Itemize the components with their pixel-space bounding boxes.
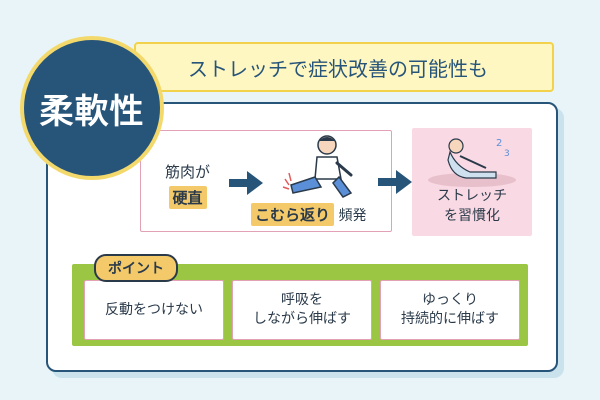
point-item-2-line2: しながら伸ばす [253,311,351,327]
point-item-1-line1: 反動をつけない [105,301,203,318]
point-item-3-line2: 持続的に伸ばす [401,311,499,327]
point-item-2: 呼吸を しながら伸ばす [232,280,372,340]
result-line1: ストレッチ [437,188,507,204]
point-item-3-line1: ゆっくり [422,292,478,308]
stretching-person-illustration: 2 3 [428,138,516,187]
subtitle-banner: ストレッチで症状改善の可能性も [134,42,554,92]
svg-text:3: 3 [504,149,510,159]
title-text: 柔軟性 [39,91,145,132]
point-item-3: ゆっくり 持続的に伸ばす [380,280,520,340]
cause-box: 筋肉が 硬直 こむら返り 頻発 [140,130,392,232]
svg-text:2: 2 [496,138,502,149]
leg-cramp-person-illustration [282,135,353,198]
result-text: ストレッチ を習慣化 [412,186,532,226]
stiff-highlight: 硬直 [168,186,207,209]
cramp-highlight: こむら返り [251,203,335,226]
arrow-right-icon [378,170,412,194]
cramp-row: こむら返り 頻発 [251,203,366,226]
stretch-habit-box: 2 3 ストレッチ を習慣化 [412,128,532,236]
point-item-2-line1: 呼吸を [281,292,323,308]
title-circle: 柔軟性 [20,36,164,180]
stiff-muscle-label: 筋肉が 硬直 [165,161,210,209]
cramp-suffix: 頻発 [338,208,367,224]
subtitle-text: ストレッチで症状改善の可能性も [188,56,488,81]
point-label: ポイント [94,254,178,282]
cause-line1: 筋肉が [165,163,211,181]
arrow-right-icon [229,171,263,195]
result-line2: を習慣化 [444,208,500,224]
point-item-1: 反動をつけない [84,280,224,340]
